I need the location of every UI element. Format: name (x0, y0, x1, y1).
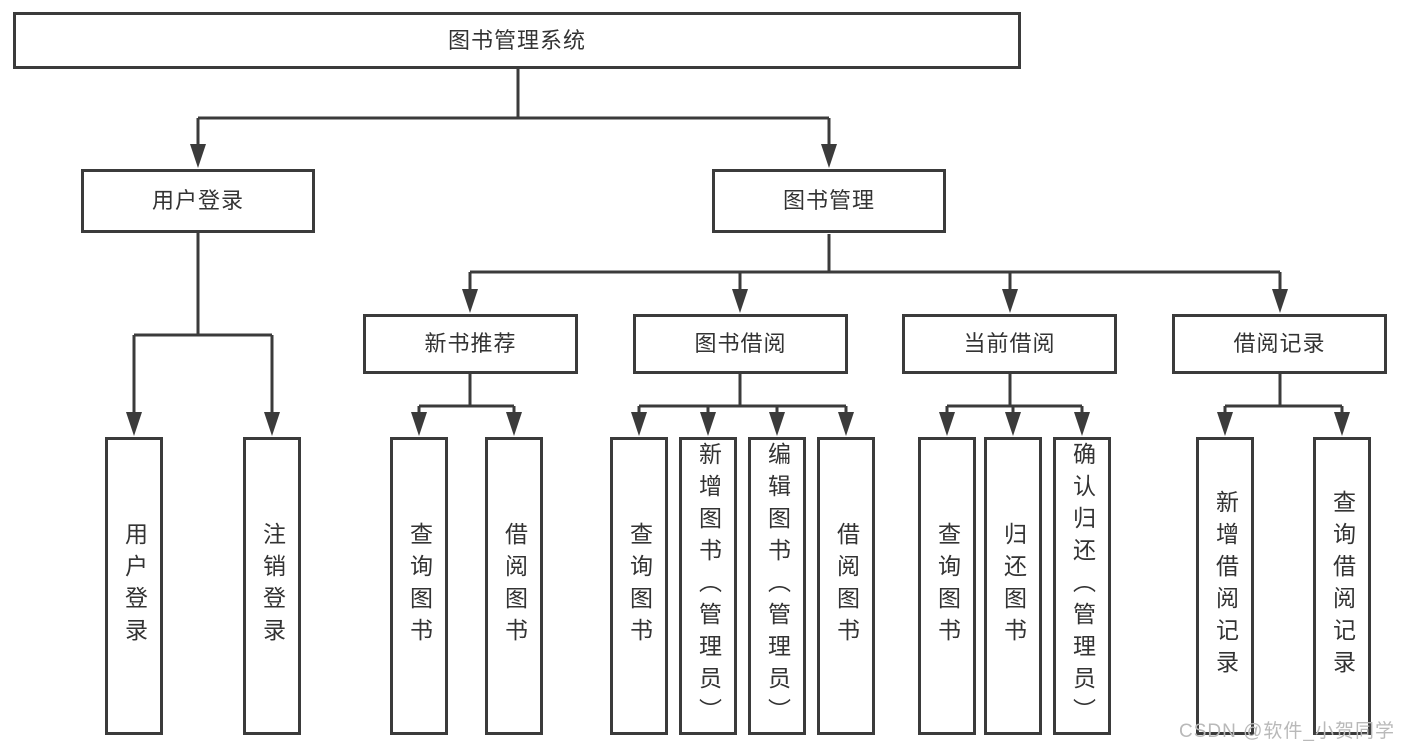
node-leaf-edit-book-admin: 编辑图书（管理员） (748, 437, 806, 735)
node-leaf-current-query-books: 查询图书 (918, 437, 976, 735)
node-leaf-return-books: 归还图书 (984, 437, 1042, 735)
watermark: CSDN @软件_小贺同学 (1179, 721, 1395, 742)
node-user-login: 用户登录 (81, 169, 315, 233)
node-current-borrowing: 当前借阅 (902, 314, 1117, 374)
node-leaf-borrow-books: 借阅图书 (817, 437, 875, 735)
node-leaf-borrow-query-books: 查询图书 (610, 437, 668, 735)
node-book-borrowing: 图书借阅 (633, 314, 848, 374)
node-leaf-query-borrow-record: 查询借阅记录 (1313, 437, 1371, 735)
node-borrowing-records: 借阅记录 (1172, 314, 1387, 374)
node-new-book-recommendation: 新书推荐 (363, 314, 578, 374)
node-leaf-recommend-borrow-books: 借阅图书 (485, 437, 543, 735)
node-book-management: 图书管理 (712, 169, 946, 233)
node-leaf-add-book-admin: 新增图书（管理员） (679, 437, 737, 735)
node-leaf-logout: 注销登录 (243, 437, 301, 735)
node-leaf-user-login: 用户登录 (105, 437, 163, 735)
node-library-management-system: 图书管理系统 (13, 12, 1021, 69)
node-leaf-add-borrow-record: 新增借阅记录 (1196, 437, 1254, 735)
node-leaf-confirm-return-admin: 确认归还（管理员） (1053, 437, 1111, 735)
node-leaf-recommend-query-books: 查询图书 (390, 437, 448, 735)
